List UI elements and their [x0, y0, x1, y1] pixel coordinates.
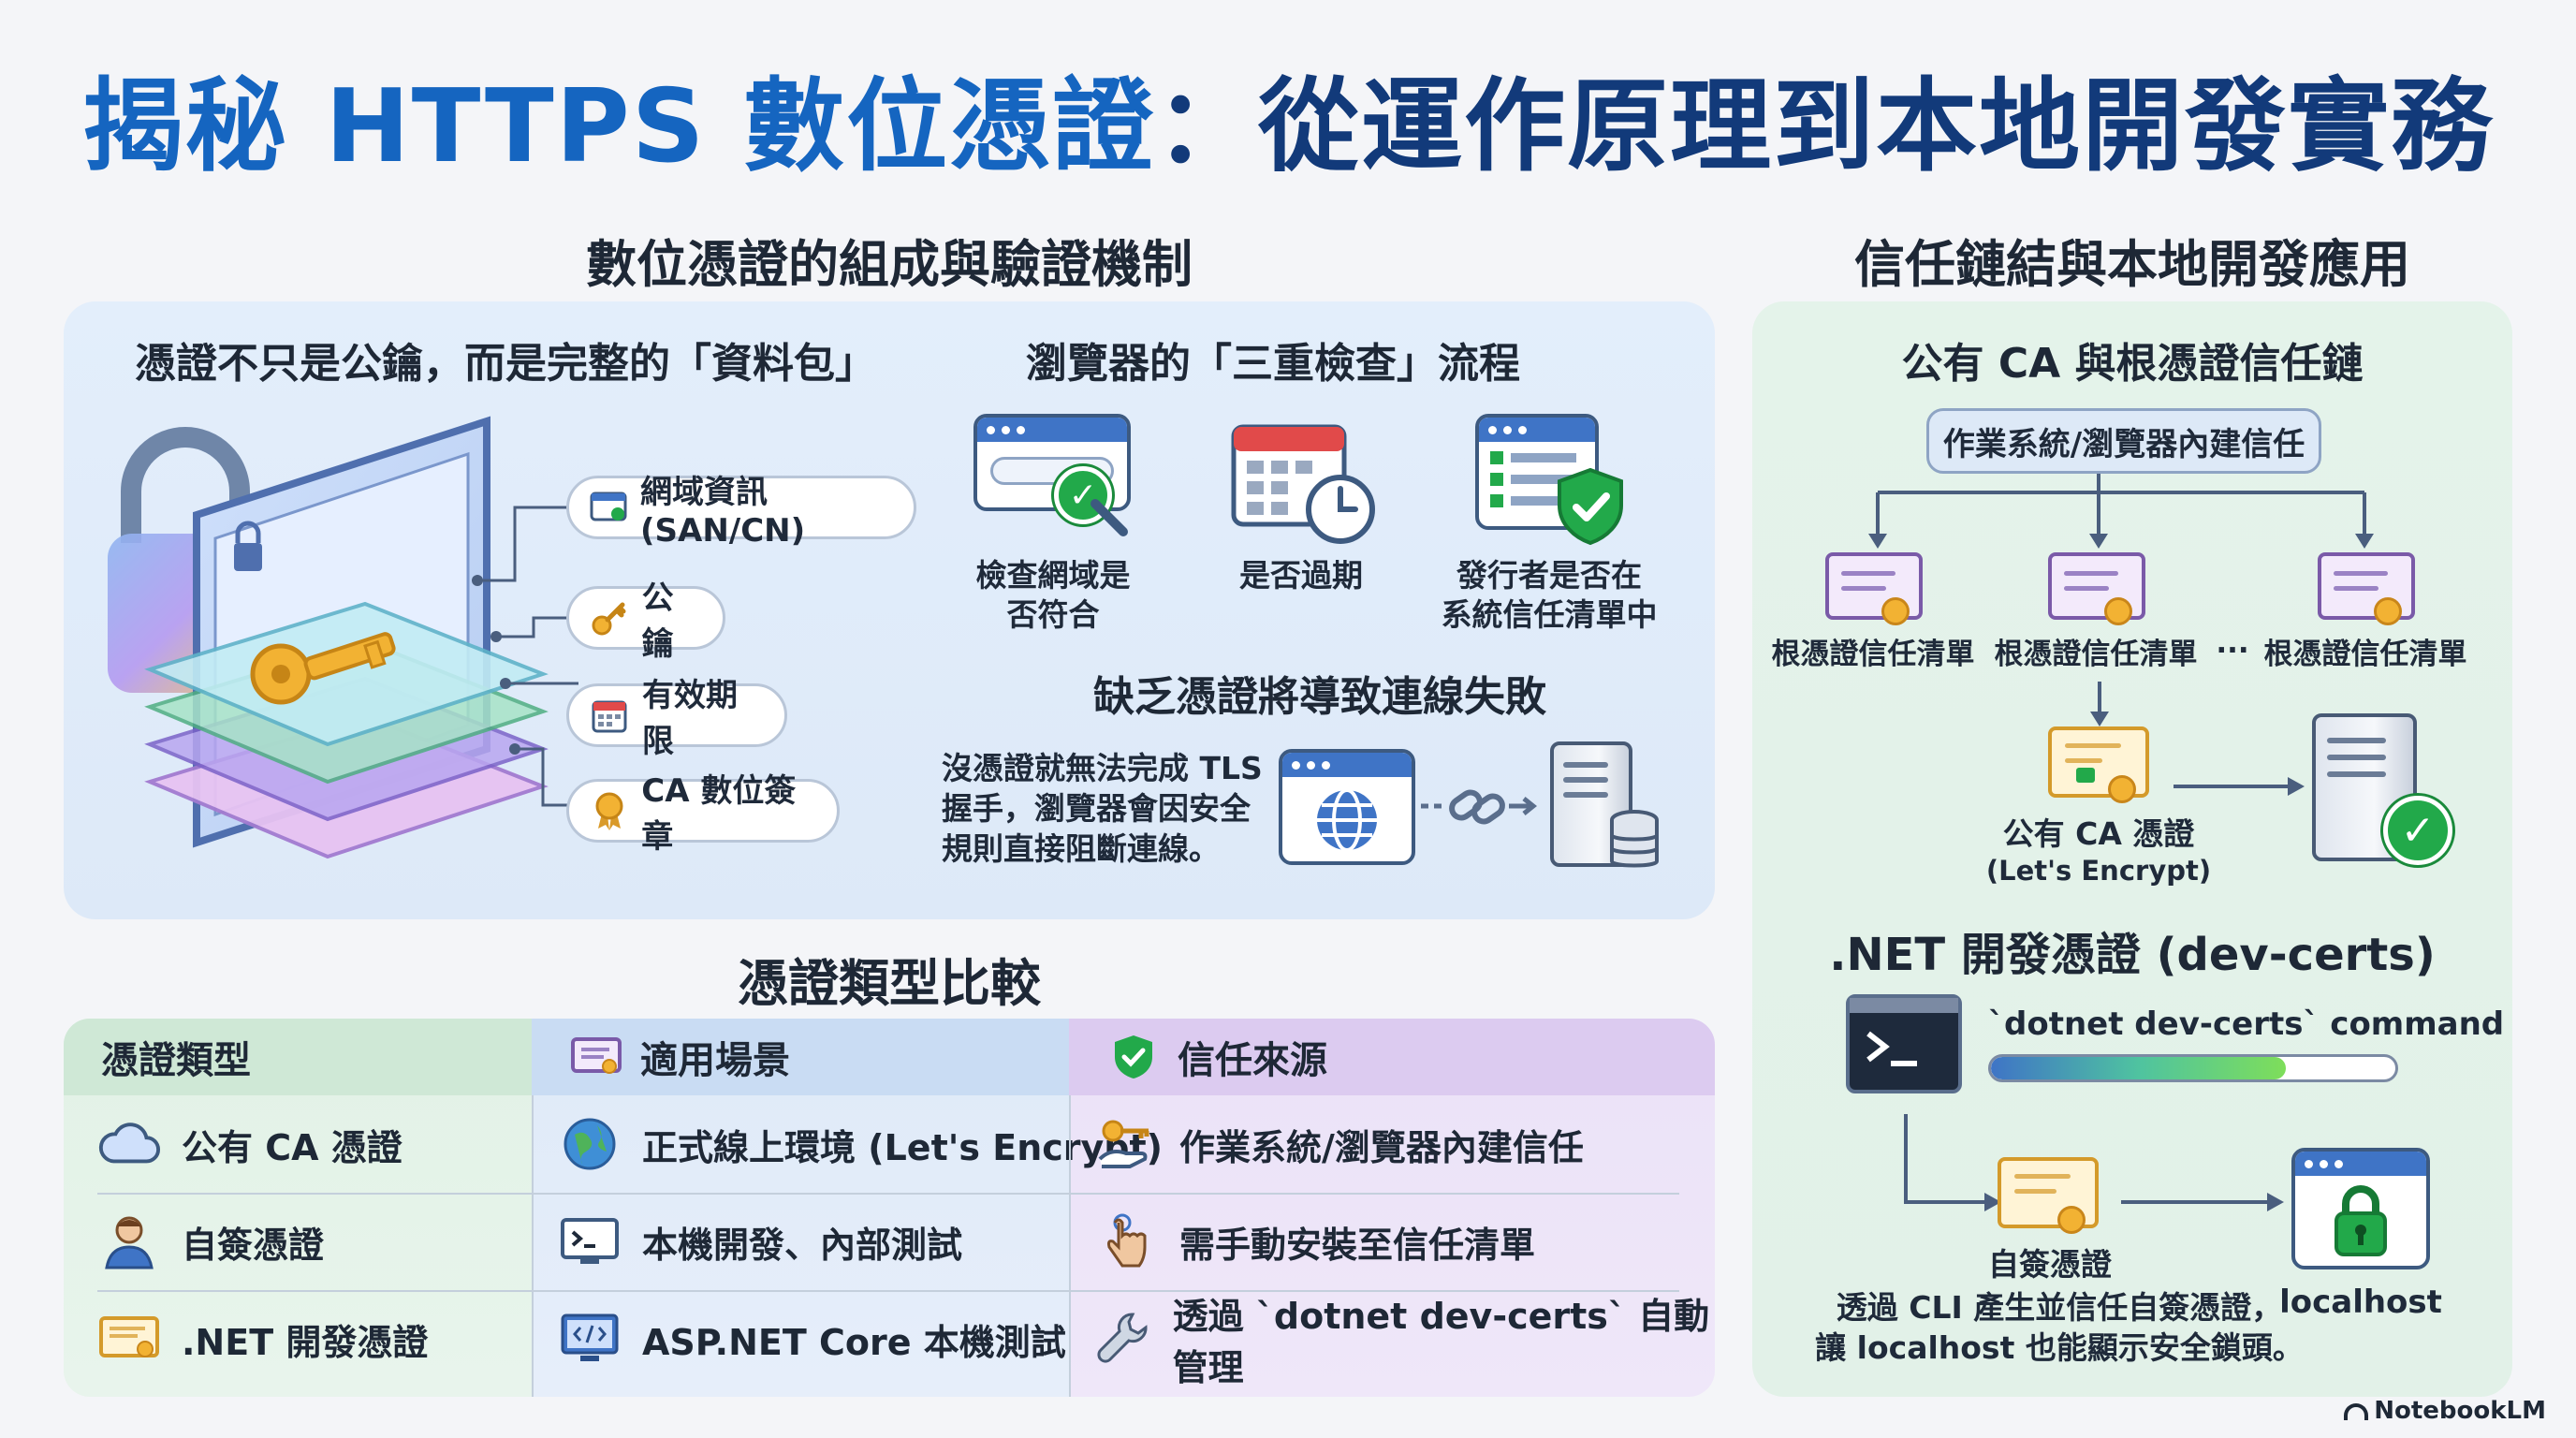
- calendar-icon: [590, 695, 629, 736]
- browser-globe-window: [1279, 749, 1415, 865]
- database-icon: [1610, 810, 1659, 868]
- shield-header-icon: [1106, 1029, 1161, 1085]
- check-issuer-label: 發行者是否在 系統信任清單中: [1441, 557, 1658, 634]
- cloud-icon: [97, 1116, 161, 1172]
- table-cell: 透過 `dotnet dev-certs` 自動管理: [1095, 1290, 1715, 1388]
- table-row: 自簽憑證: [97, 1193, 324, 1290]
- builtin-trust-box: 作業系統/瀏覽器內建信任: [1926, 408, 2321, 474]
- table-cell: 正式線上環境 (Let's Encrypt): [558, 1095, 1163, 1193]
- header-trust: 信任來源: [1069, 1019, 1715, 1095]
- check-expiry-visual: [1230, 416, 1380, 547]
- terminal-window-icon: [1846, 994, 1962, 1093]
- pill-public-key: 公鑰: [566, 580, 725, 663]
- certificate-icon: [97, 1311, 161, 1367]
- table-row: .NET 開發憑證: [97, 1290, 428, 1387]
- root-cert-icon-1: [1825, 552, 1923, 625]
- devcerts-description: 透過 CLI 產生並信任自簽憑證， 讓 localhost 也能顯示安全鎖頭。: [1815, 1289, 2304, 1366]
- root-list-label-2: 根憑證信任清單: [1994, 638, 2198, 671]
- award-medal-icon: [590, 790, 628, 831]
- chain-tree-arrows: [1868, 474, 2374, 549]
- packet-title: 憑證不只是公鑰，而是完整的「資料包」: [135, 340, 876, 388]
- page-title: 揭秘 HTTPS 數位憑證：從運作原理到本地開發實務: [0, 45, 2576, 191]
- pill-validity-label: 有效期限: [642, 677, 739, 760]
- left-section-title: 數位憑證的組成與驗證機制: [586, 235, 1193, 294]
- root-cert-icon-2: [2048, 552, 2145, 625]
- root-list-label-1: 根憑證信任清單: [1771, 638, 1975, 671]
- failure-title: 缺乏憑證將導致連線失敗: [1093, 673, 1546, 721]
- check-domain-label: 檢查網域是 否符合: [975, 557, 1131, 634]
- devcerts-command: `dotnet dev-certs` command: [1988, 1005, 2505, 1043]
- magnifier-icon: [1090, 499, 1128, 536]
- check-issuer-visual: [1475, 414, 1634, 546]
- table-cell: 需手動安裝至信任清單: [1095, 1193, 1535, 1290]
- right-section-title: 信任鏈結與本地開發應用: [1854, 235, 2410, 294]
- ellipsis-label: ···: [2216, 634, 2249, 668]
- self-signed-label: 自簽憑證: [1988, 1246, 2112, 1283]
- code-monitor-icon: [558, 1311, 622, 1367]
- shield-check-icon: [1558, 467, 1623, 546]
- public-ca-cert-icon: [2048, 726, 2149, 803]
- devcerts-flow-arrows: [1904, 1114, 2284, 1211]
- localhost-label: localhost: [2279, 1284, 2442, 1321]
- certificate-layers-illustration: [108, 416, 549, 859]
- notebooklm-logo-icon: [2344, 1402, 2369, 1420]
- certificate-header-icon: [569, 1029, 623, 1085]
- calendar-clock-icon: [1231, 424, 1375, 544]
- globe-earth-icon: [558, 1116, 622, 1172]
- broken-link-icon: [1421, 789, 1538, 825]
- server-check-icon: ✓: [2383, 796, 2452, 865]
- check-domain-visual: ✓: [973, 414, 1133, 545]
- right-arrow: [2174, 777, 2305, 796]
- failure-text: 沒憑證就無法完成 TLS 握手，瀏覽器會因安全 規則直接阻斷連線。: [942, 750, 1263, 867]
- devcerts-title: .NET 開發憑證 (dev-certs): [1829, 929, 2436, 981]
- wrench-icon: [1095, 1311, 1152, 1367]
- key-icon: [590, 597, 629, 638]
- self-signed-cert-icon: [1998, 1157, 2099, 1234]
- table-row: 公有 CA 憑證: [97, 1095, 402, 1193]
- hand-pointer-icon: [1095, 1213, 1159, 1269]
- devcerts-progress-fill: [1991, 1057, 2287, 1079]
- public-ca-label: 公有 CA 憑證 (Let's Encrypt): [1985, 815, 2212, 888]
- browser-check-small-icon: [590, 487, 627, 528]
- key-hand-icon: [1095, 1116, 1159, 1172]
- header-type: 憑證類型: [64, 1019, 532, 1095]
- title-part1: 揭秘 HTTPS 數位憑證: [81, 68, 1156, 185]
- check-expiry-label: 是否過期: [1239, 557, 1363, 594]
- packet-connector-lines: [472, 506, 578, 807]
- table-cell: ASP.NET Core 本機測試: [558, 1290, 1066, 1387]
- user-icon: [97, 1213, 161, 1269]
- header-scene: 適用場景: [532, 1019, 1069, 1095]
- comparison-table: 憑證類型 適用場景 信任來源 公有 CA 憑證 正式線上環境 (Let's En…: [64, 1019, 1715, 1397]
- table-cell: 本機開發、內部測試: [558, 1193, 962, 1290]
- devcerts-progress-bar: [1988, 1054, 2398, 1082]
- table-cell: 作業系統/瀏覽器內建信任: [1095, 1095, 1584, 1193]
- localhost-window-icon: [2291, 1148, 2430, 1269]
- globe-icon: [1317, 788, 1377, 852]
- root-cert-icon-3: [2318, 552, 2415, 625]
- pill-domain-label: 網域資訊(SAN/CN): [640, 473, 806, 550]
- chain-title: 公有 CA 與根憑證信任鏈: [1901, 340, 2364, 388]
- terminal-icon: [558, 1213, 622, 1269]
- comparison-title: 憑證類型比較: [738, 954, 1041, 1013]
- notebooklm-brand: NotebookLM: [2344, 1397, 2546, 1425]
- pill-ca-signature: CA 數位簽章: [566, 772, 840, 856]
- pill-validity: 有效期限: [566, 677, 787, 760]
- pill-domain-info: 網域資訊(SAN/CN): [566, 474, 916, 550]
- pill-public-key-label: 公鑰: [641, 580, 674, 663]
- checks-title: 瀏覽器的「三重檢查」流程: [1026, 340, 1520, 388]
- lock-icon: [2334, 1185, 2387, 1256]
- pill-ca-signature-label: CA 數位簽章: [641, 772, 797, 856]
- down-arrow: [2090, 682, 2109, 726]
- root-list-label-3: 根憑證信任清單: [2263, 638, 2467, 671]
- title-part2: ：從運作原理到本地開發實務: [1155, 68, 2495, 185]
